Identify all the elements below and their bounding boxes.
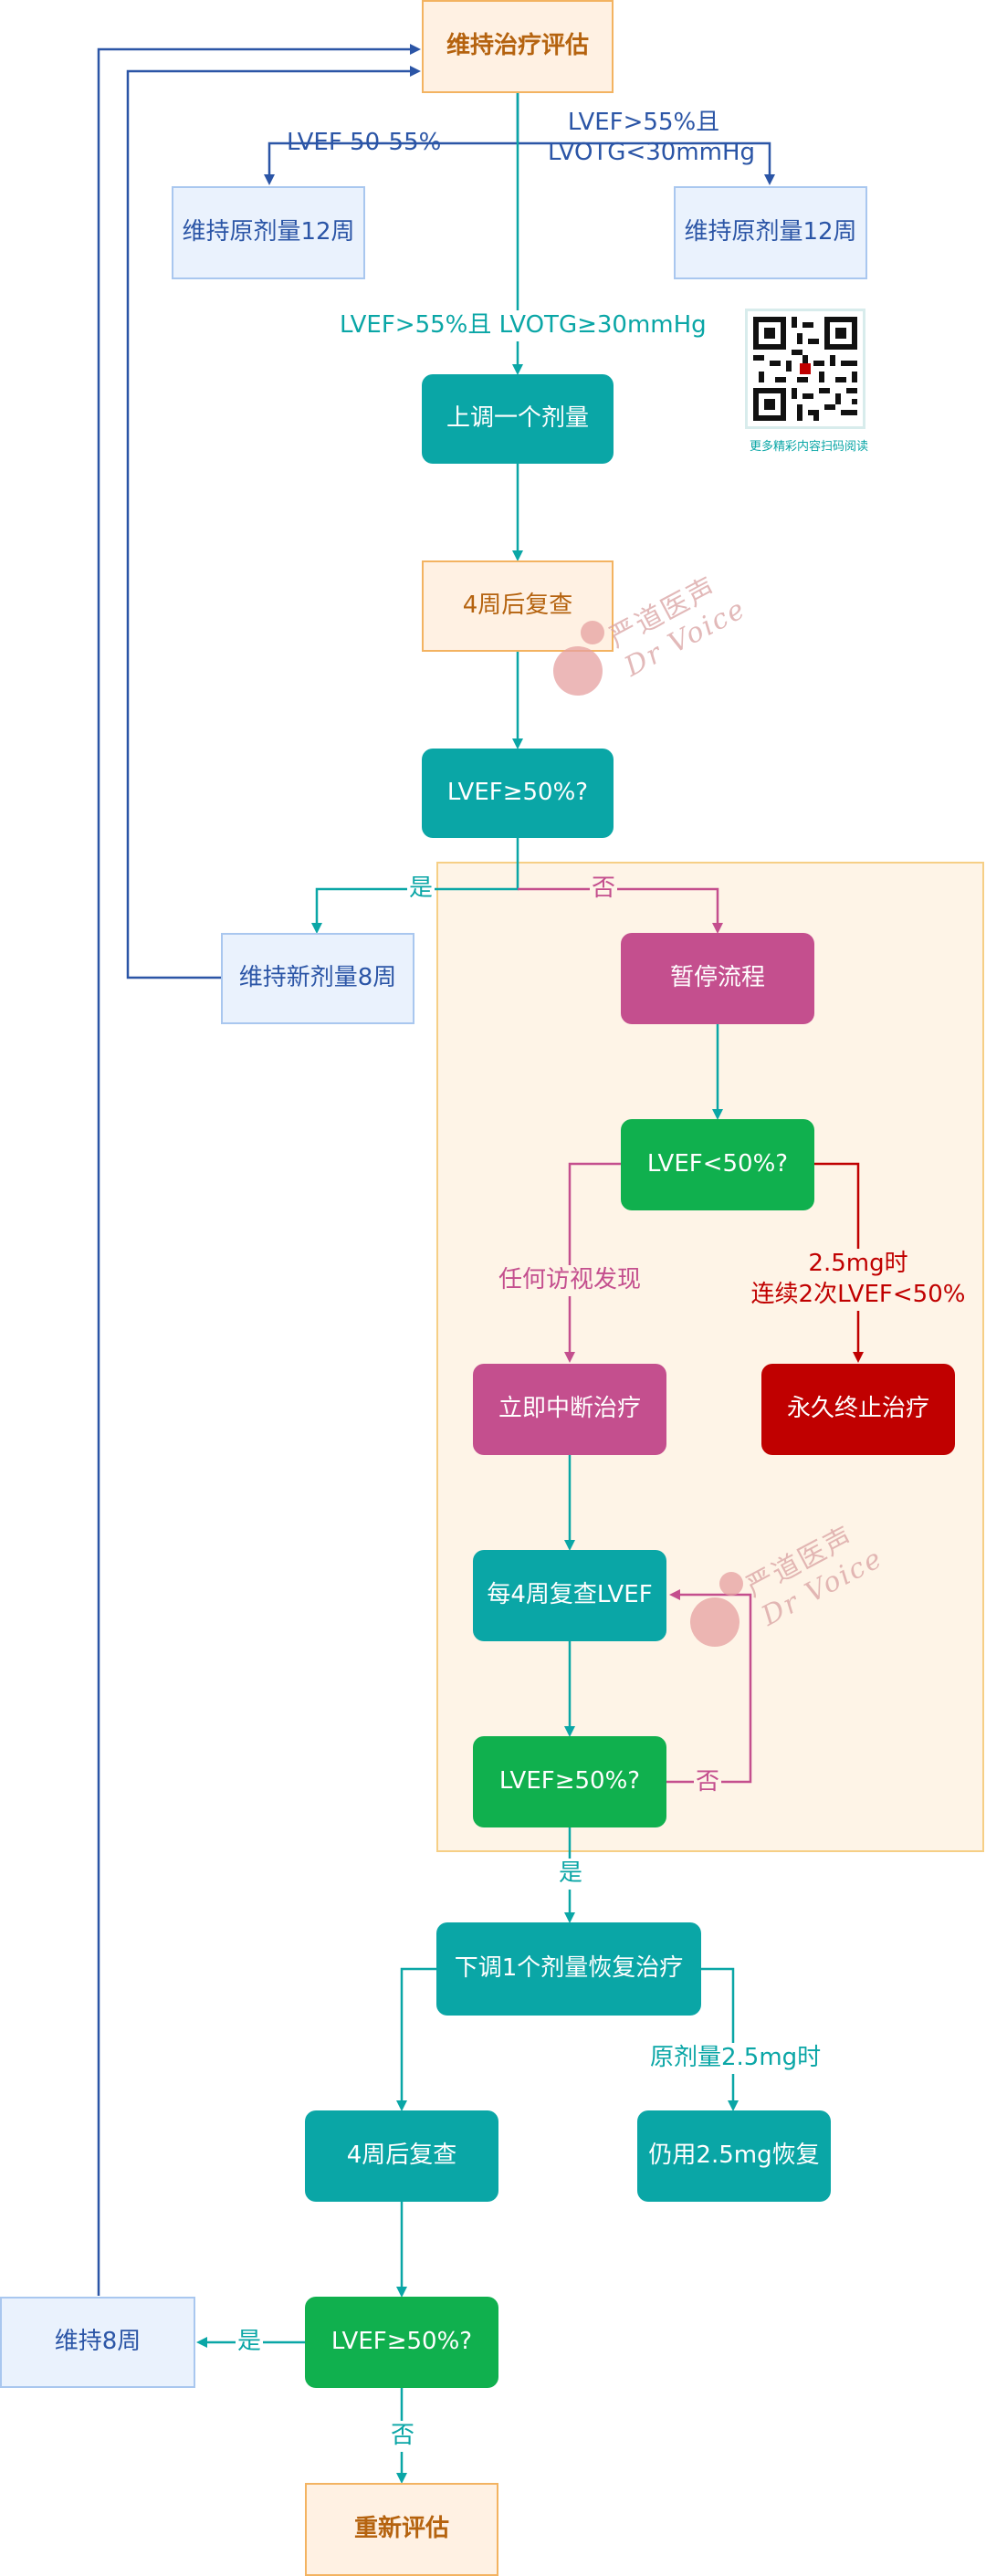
watermark-dot-small-2 bbox=[719, 1572, 743, 1596]
label-no-2: 否 bbox=[694, 1767, 722, 1798]
qr-caption: 更多精彩内容扫码阅读 bbox=[749, 440, 868, 454]
node-pause-flow: 暂停流程 bbox=[621, 933, 814, 1024]
edge-back-to-eval-2 bbox=[97, 44, 421, 2296]
watermark-dot-large-1 bbox=[553, 646, 603, 696]
node-reevaluate: 重新评估 bbox=[305, 2483, 498, 2576]
node-recheck-lvef-every-4w: 每4周复查LVEF bbox=[473, 1550, 666, 1641]
label-lvef-gt55-ge30: LVEF>55%且 LVOTG≥30mmHg bbox=[340, 310, 707, 341]
edge-to-keep-right bbox=[518, 141, 775, 185]
node-lvef-check-3: LVEF≥50%? bbox=[305, 2297, 498, 2388]
node-resume-25mg: 仍用2.5mg恢复 bbox=[637, 2110, 831, 2202]
label-yes-1: 是 bbox=[407, 874, 435, 905]
label-lvef-50-55: LVEF 50-55% bbox=[287, 129, 442, 156]
node-down-one-dose: 下调1个剂量恢复治疗 bbox=[436, 1922, 701, 2016]
watermark-dot-large-2 bbox=[690, 1597, 740, 1647]
node-lvef-lt-50: LVEF<50%? bbox=[621, 1119, 814, 1210]
label-lvef-gt55-lt30: LVEF>55%且 LVOTG<30mmHg bbox=[548, 108, 756, 167]
node-maintain-eval: 维持治疗评估 bbox=[422, 0, 614, 93]
edge-to-recheck-bottom bbox=[396, 1967, 436, 2111]
label-orig-dose-25: 原剂量2.5mg时 bbox=[650, 2043, 822, 2074]
label-yes-3: 是 bbox=[236, 2327, 264, 2358]
node-permanent-stop: 永久终止治疗 bbox=[761, 1364, 955, 1455]
label-no-3: 否 bbox=[389, 2421, 417, 2452]
node-lvef-check-2: LVEF≥50%? bbox=[473, 1736, 666, 1827]
watermark-dot-small-1 bbox=[581, 621, 604, 644]
pause-region-box bbox=[436, 862, 984, 1852]
label-no-1: 否 bbox=[590, 874, 618, 905]
label-yes-2: 是 bbox=[557, 1859, 585, 1890]
node-lvef-check-1: LVEF≥50%? bbox=[422, 749, 614, 838]
qr-code[interactable] bbox=[745, 309, 865, 429]
label-25mg-line2: 连续2次LVEF<50% bbox=[750, 1280, 966, 1308]
node-up-one-dose: 上调一个剂量 bbox=[422, 374, 614, 464]
edge-back-to-eval-1 bbox=[126, 66, 421, 979]
node-keep-dose-12w-left: 维持原剂量12周 bbox=[172, 186, 365, 279]
edge-no-1 bbox=[518, 887, 723, 934]
label-lvef-gt55-lt30-line2: LVOTG<30mmHg bbox=[548, 138, 756, 166]
label-25mg: 2.5mg时 连续2次LVEF<50% bbox=[750, 1249, 966, 1311]
edge-to-resume-25 bbox=[701, 1967, 739, 2111]
label-25mg-line1: 2.5mg时 bbox=[808, 1250, 908, 1277]
node-maintain-8w: 维持8周 bbox=[0, 2297, 195, 2388]
node-recheck-4w-bottom: 4周后复查 bbox=[305, 2110, 498, 2202]
qr-code-pattern bbox=[748, 311, 863, 426]
node-maintain-new-dose-8w: 维持新剂量8周 bbox=[221, 933, 414, 1024]
node-keep-dose-12w-right: 维持原剂量12周 bbox=[674, 186, 867, 279]
node-stop-immediately: 立即中断治疗 bbox=[473, 1364, 666, 1455]
label-any-visit: 任何访视发现 bbox=[498, 1265, 642, 1296]
label-lvef-gt55-lt30-line1: LVEF>55%且 bbox=[567, 109, 720, 136]
edge-any-visit bbox=[564, 1162, 621, 1363]
